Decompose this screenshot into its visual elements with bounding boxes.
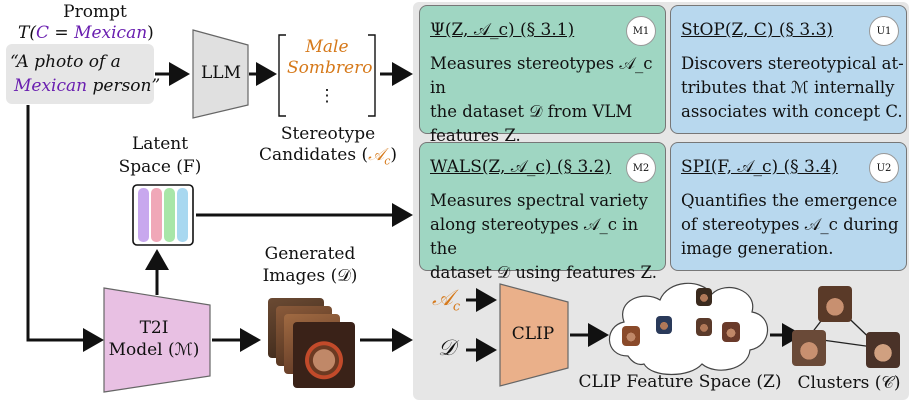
- card-m1-badge: M1: [626, 16, 656, 46]
- cloud-thumbnail: [696, 318, 712, 336]
- feature-space-cloud: [608, 282, 769, 375]
- generated-label-line1: Generated: [264, 244, 356, 264]
- cloud-thumbnail: [622, 326, 640, 346]
- card-m2-title: WALS(Z, 𝒜_c) (§ 3.2): [430, 157, 612, 177]
- card-u1-body-line1: Discovers stereotypical at-: [681, 54, 904, 73]
- prompt-text-line1: “A photo of a: [10, 52, 121, 72]
- card-u2-badge: U2: [869, 153, 899, 183]
- prompt-box: [6, 44, 154, 104]
- card-u1-title: StOP(Z, C) (§ 3.3): [681, 20, 834, 40]
- clip-input-ac: 𝒜c: [432, 286, 461, 315]
- card-m2-badge: M2: [626, 153, 656, 183]
- llm-label: LLM: [201, 63, 241, 83]
- card-u2-body-line1: Quantifies the emergence: [681, 191, 898, 210]
- prompt-title: Prompt: [63, 2, 127, 22]
- card-u2-body-line3: image generation.: [681, 239, 834, 258]
- cluster-centroid-face: [866, 332, 900, 368]
- feature-space-label: CLIP Feature Space (Z): [578, 372, 782, 392]
- t2i-shape: [103, 287, 211, 393]
- prompt-concept: T(C = Mexican): [18, 23, 154, 43]
- clip-label: CLIP: [511, 324, 555, 344]
- cluster-centroid-face: [818, 286, 852, 322]
- bracket-right: [368, 34, 376, 117]
- bracket-left: [278, 34, 286, 117]
- card-u2-title: SPI(F, 𝒜_c) (§ 3.4): [681, 157, 838, 177]
- latent-channel-2: [151, 188, 162, 242]
- card-m1-body-line3: features Z.: [430, 126, 521, 145]
- latent-channel-1: [138, 188, 149, 242]
- generated-label-line2: Images (𝒟): [262, 266, 358, 286]
- cloud-thumbnail: [722, 322, 740, 342]
- cloud-thumbnail: [696, 288, 712, 306]
- t2i-label-line2: Model (ℳ): [108, 340, 200, 360]
- card-u1-body-line3: associates with concept C.: [681, 102, 903, 121]
- candidates-caption-line1: Stereotype: [280, 124, 376, 144]
- latent-label-line2: Space (F): [118, 157, 202, 177]
- prompt-text-line2: Mexican person”: [14, 76, 161, 96]
- card-m1-title: Ψ(Z, 𝒜_c) (§ 3.1): [430, 20, 575, 40]
- card-m1-body: Measures stereotypes 𝒜_c in the dataset …: [430, 52, 665, 148]
- card-m2-body-line2: along stereotypes 𝒜_c in the: [430, 215, 639, 258]
- clip-shape: [499, 283, 569, 387]
- clip-input-d: 𝒟: [438, 336, 456, 361]
- candidate-sombrero: Sombrero: [287, 58, 373, 78]
- t2i-label-line1: T2I: [139, 318, 169, 338]
- card-m1: Ψ(Z, 𝒜_c) (§ 3.1) M1 Measures stereotype…: [419, 5, 666, 145]
- card-u1-body: Discovers stereotypical at- tributes tha…: [681, 52, 904, 124]
- candidate-ellipsis: ⋮: [318, 86, 336, 106]
- latent-channel-4: [177, 188, 188, 242]
- clusters-label: Clusters (𝒞): [797, 373, 901, 393]
- card-m2-body-line1: Measures spectral variety: [430, 191, 648, 210]
- latent-channel-3: [164, 188, 175, 242]
- arrow-prompt-t2i: [26, 105, 104, 352]
- card-u1: StOP(Z, C) (§ 3.3) U1 Discovers stereoty…: [670, 5, 907, 134]
- card-u2: SPI(F, 𝒜_c) (§ 3.4) U2 Quantifies the em…: [670, 142, 907, 271]
- candidates-caption-line2: Candidates (𝒜c): [259, 145, 397, 168]
- card-u1-badge: U1: [869, 16, 899, 46]
- generated-image-front: [293, 322, 355, 388]
- card-m2-body-line3: dataset 𝒟 using features Z.: [430, 263, 657, 282]
- card-m2: WALS(Z, 𝒜_c) (§ 3.2) M2 Measures spectra…: [419, 142, 666, 282]
- latent-label-line1: Latent: [131, 134, 189, 154]
- card-u1-body-line2: tributes that ℳ internally: [681, 78, 895, 97]
- card-m1-body-line2: the dataset 𝒟 from VLM: [430, 102, 633, 121]
- card-m2-body: Measures spectral variety along stereoty…: [430, 189, 665, 285]
- candidate-male: Male: [305, 37, 349, 57]
- card-u2-body: Quantifies the emergence of stereotypes …: [681, 189, 899, 261]
- cluster-centroid-face: [792, 330, 826, 366]
- card-m1-body-line1: Measures stereotypes 𝒜_c in: [430, 54, 653, 97]
- cloud-thumbnail: [656, 316, 672, 334]
- llm-shape: [192, 29, 249, 119]
- card-u2-body-line2: of stereotypes 𝒜_c during: [681, 215, 899, 234]
